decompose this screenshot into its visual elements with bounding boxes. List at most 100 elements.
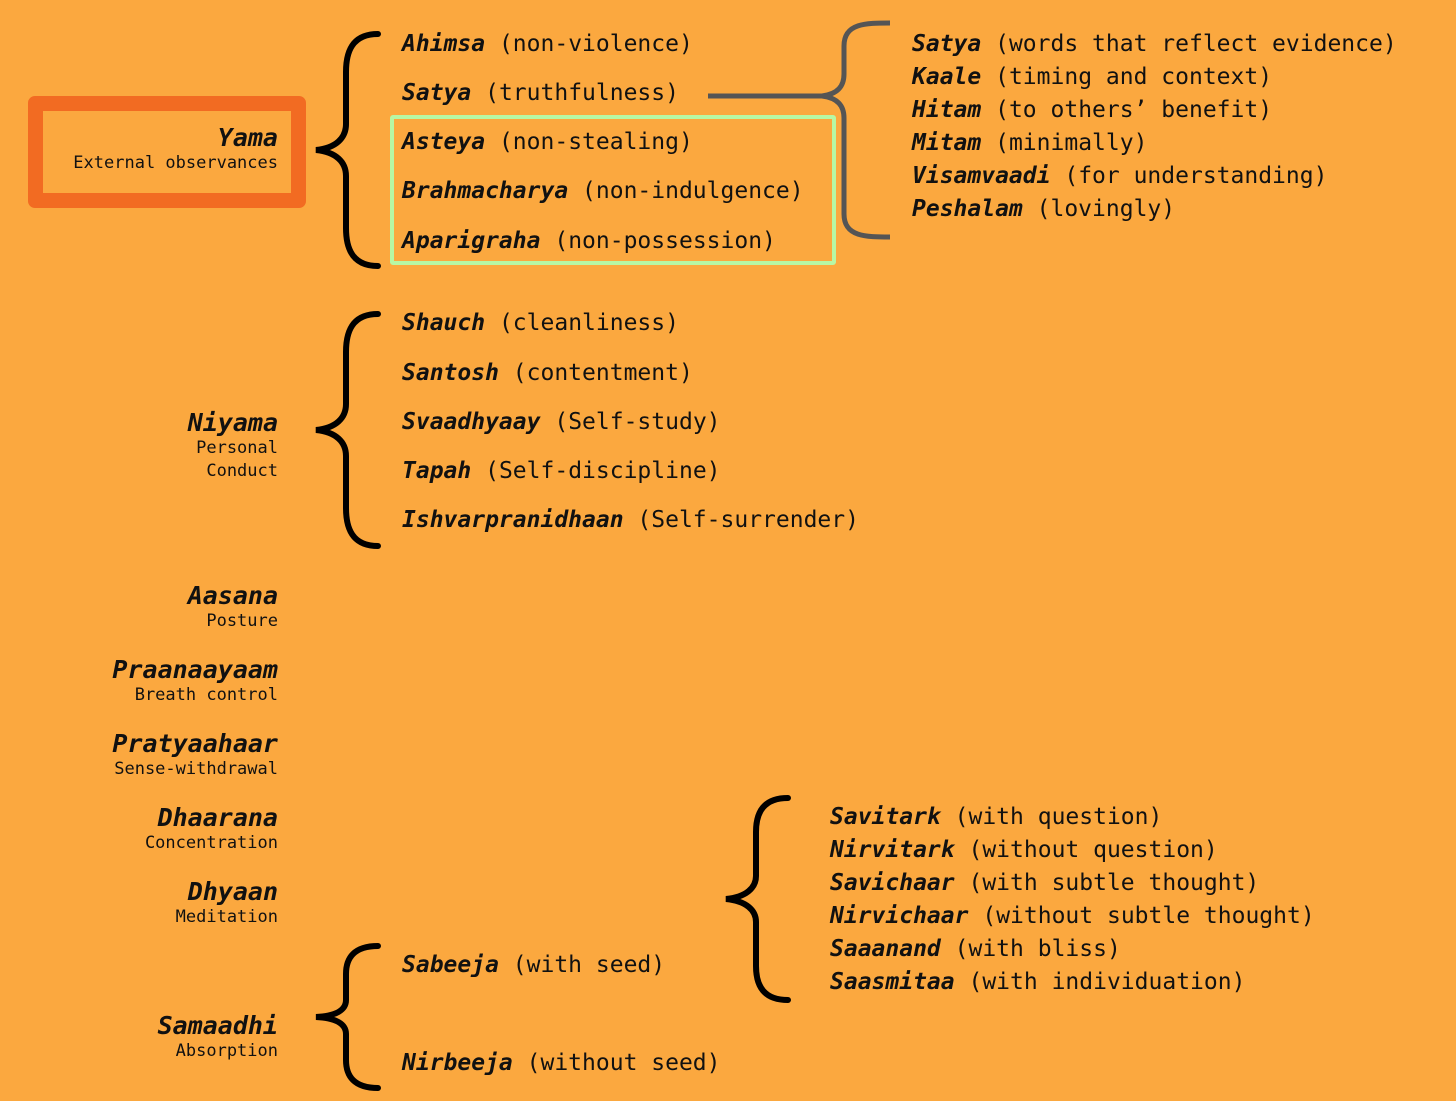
gloss: (cleanliness) [498, 310, 679, 336]
satya-detail-item: Peshalam (lovingly) [912, 195, 1175, 223]
sabeeja-detail-item: Saasmitaa (with individuation) [830, 968, 1245, 996]
term: Shauch [402, 310, 486, 336]
limb-title: Dhaarana [157, 803, 278, 832]
gloss: (Self-discipline) [485, 458, 721, 484]
limb-pratyaahaar: Pratyaahaar Sense-withdrawal [112, 730, 278, 781]
niyama-brace-icon [315, 311, 381, 549]
niyama-item-santosh: Santosh (contentment) [402, 359, 693, 387]
satya-detail-item: Kaale (timing and context) [912, 63, 1272, 91]
limb-dhyaan: Dhyaan Meditation [176, 878, 278, 929]
term: Visamvaadi [912, 163, 1051, 189]
term: Hitam [912, 97, 982, 123]
term: Santosh [402, 360, 499, 386]
gloss: (non-indulgence) [582, 178, 804, 204]
term: Peshalam [912, 196, 1023, 222]
limb-title: Niyama [187, 408, 278, 437]
samaadhi-brace-icon [315, 943, 381, 1091]
samaadhi-item-sabeeja: Sabeeja (with seed) [402, 951, 665, 979]
gloss: (minimally) [995, 130, 1148, 156]
niyama-item-svaadhyaay: Svaadhyaay (Self-study) [402, 408, 721, 436]
yama-item-brahmacharya: Brahmacharya (non-indulgence) [402, 177, 804, 205]
gloss: (without subtle thought) [982, 903, 1315, 929]
yama-item-satya: Satya (truthfulness) [402, 79, 679, 107]
gloss: (for understanding) [1064, 163, 1328, 189]
limb-yama: Yama External observances [73, 124, 278, 175]
gloss: (non-stealing) [498, 129, 693, 155]
gloss: (lovingly) [1036, 196, 1176, 222]
term: Aparigraha [402, 228, 541, 254]
samaadhi-item-nirbeeja: Nirbeeja (without seed) [402, 1049, 721, 1077]
term: Kaale [912, 64, 982, 90]
gloss: (non-violence) [498, 31, 693, 57]
gloss: (truthfulness) [485, 80, 679, 106]
limb-praanaayaam: Praanaayaam Breath control [112, 656, 278, 707]
limb-title: Aasana [187, 581, 278, 610]
term: Saasmitaa [830, 969, 955, 995]
gloss: (contentment) [512, 360, 693, 386]
limb-title: Samaadhi [157, 1011, 278, 1040]
yama-item-aparigraha: Aparigraha (non-possession) [402, 227, 776, 255]
term: Ahimsa [402, 31, 486, 57]
sabeeja-detail-item: Nirvitark (without question) [830, 836, 1218, 864]
limb-desc: External observances [73, 153, 278, 173]
term: Svaadhyaay [402, 409, 541, 435]
gloss: (Self-study) [554, 409, 721, 435]
yama-item-asteya: Asteya (non-stealing) [402, 128, 693, 156]
limb-title: Praanaayaam [112, 655, 278, 684]
term: Sabeeja [402, 952, 499, 978]
satya-detail-item: Mitam (minimally) [912, 129, 1147, 157]
limb-title: Pratyaahaar [112, 729, 278, 758]
sabeeja-detail-item: Nirvichaar (without subtle thought) [830, 902, 1315, 930]
niyama-item-tapah: Tapah (Self-discipline) [402, 457, 721, 485]
limb-dhaarana: Dhaarana Concentration [145, 804, 278, 855]
gloss: (to others’ benefit) [995, 97, 1273, 123]
sabeeja-detail-item: Savichaar (with subtle thought) [830, 869, 1259, 897]
gloss: (with question) [954, 804, 1163, 830]
gloss: (without seed) [526, 1050, 721, 1076]
limb-samaadhi: Samaadhi Absorption [158, 1012, 278, 1063]
limb-desc: Meditation [175, 907, 278, 927]
limb-desc: Sense-withdrawal [114, 759, 278, 779]
term: Brahmacharya [402, 178, 569, 204]
term: Asteya [402, 129, 486, 155]
limb-title: Dhyaan [187, 877, 278, 906]
gloss: (non-possession) [554, 228, 776, 254]
term: Tapah [402, 458, 472, 484]
gloss: (with bliss) [954, 936, 1121, 962]
term: Ishvarpranidhaan [402, 507, 624, 533]
limb-desc: Absorption [175, 1041, 278, 1061]
sabeeja-brace-icon [725, 795, 791, 1003]
sabeeja-detail-item: Saaanand (with bliss) [830, 935, 1121, 963]
limb-desc-line: Personal [196, 438, 278, 458]
term: Nirbeeja [402, 1050, 513, 1076]
niyama-item-shauch: Shauch (cleanliness) [402, 309, 679, 337]
gloss: (with subtle thought) [968, 870, 1260, 896]
yama-highlight-box [28, 96, 306, 208]
term: Saaanand [830, 936, 941, 962]
limb-desc: Posture [206, 611, 278, 631]
gloss: (words that reflect evidence) [995, 31, 1397, 57]
limb-desc: Concentration [144, 833, 278, 853]
gloss: (timing and context) [995, 64, 1273, 90]
limb-desc: Breath control [134, 685, 278, 705]
term: Savichaar [830, 870, 955, 896]
niyama-item-ishvarpranidhaan: Ishvarpranidhaan (Self-surrender) [402, 506, 859, 534]
gloss: (with individuation) [968, 969, 1246, 995]
term: Satya [402, 80, 472, 106]
limb-aasana: Aasana Posture [188, 582, 278, 633]
limb-title: Yama [217, 123, 278, 152]
term: Satya [912, 31, 982, 57]
gloss: (with seed) [512, 952, 666, 978]
gloss: (Self-surrender) [637, 507, 859, 533]
limb-niyama: Niyama Personal Conduct [188, 409, 278, 483]
sabeeja-detail-item: Savitark (with question) [830, 803, 1162, 831]
satya-detail-item: Visamvaadi (for understanding) [912, 162, 1327, 190]
limb-desc-line: Conduct [206, 461, 278, 481]
satya-detail-item: Hitam (to others’ benefit) [912, 96, 1272, 124]
satya-bracket-icon [708, 20, 891, 240]
yama-brace-icon [315, 31, 381, 269]
yama-item-ahimsa: Ahimsa (non-violence) [402, 30, 693, 58]
term: Savitark [830, 804, 941, 830]
asteya-group-highlight-box [390, 115, 836, 265]
gloss: (without question) [968, 837, 1218, 863]
